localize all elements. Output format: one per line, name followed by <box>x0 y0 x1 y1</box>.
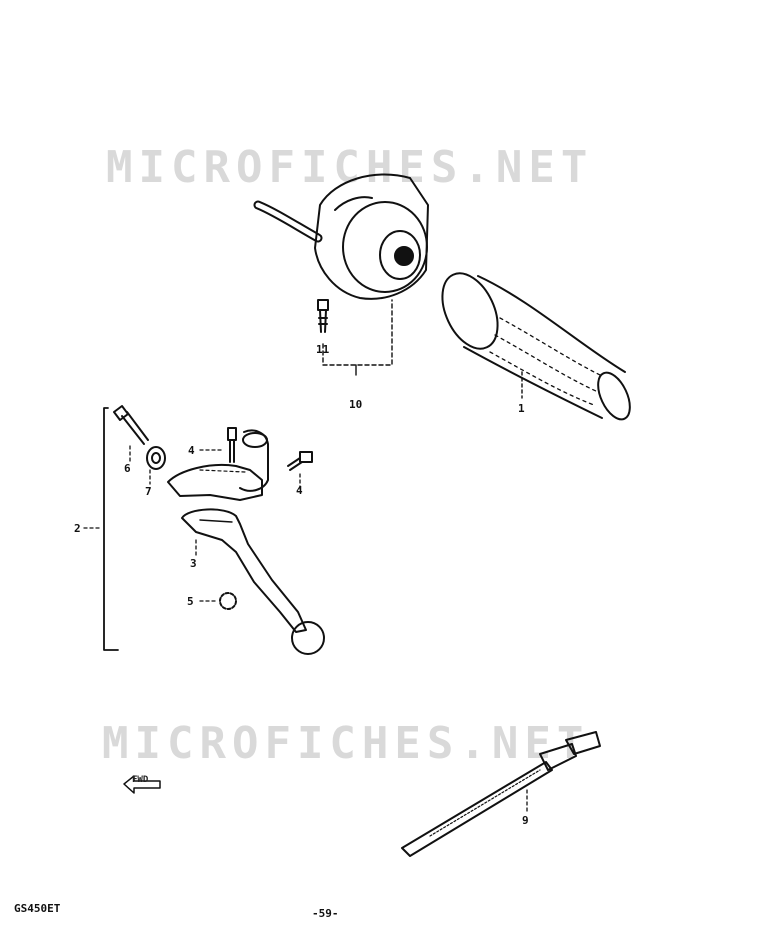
forward-marker: FWD <box>132 775 149 785</box>
callout-2: 2 <box>74 522 81 535</box>
switch-housing <box>253 173 429 300</box>
switch-screw <box>317 299 329 333</box>
callout-3: 3 <box>190 557 197 570</box>
forward-arrow-icon <box>123 775 161 794</box>
callout-11: 11 <box>316 343 330 356</box>
lever-washer <box>146 446 166 470</box>
callout-4: 4 <box>188 444 195 457</box>
callout-6: 6 <box>124 462 131 475</box>
watermark-top: MICROFICHES.NET <box>106 142 594 193</box>
callout-10: 10 <box>349 398 363 411</box>
callout-8: 4 <box>296 484 303 497</box>
model-code: GS450ET <box>14 902 61 915</box>
callout-9: 9 <box>522 814 529 827</box>
cable-tie <box>401 731 601 857</box>
lever-bolt <box>113 405 149 445</box>
lever-nut <box>219 592 237 610</box>
lever-holder <box>167 427 269 501</box>
callout-5: 5 <box>187 595 194 608</box>
page-number: -59- <box>312 907 339 920</box>
clutch-lever <box>181 508 325 655</box>
watermark-bottom: MICROFICHES.NET <box>102 718 590 769</box>
callout-1: 1 <box>518 402 525 415</box>
handle-grip <box>441 272 631 421</box>
holder-bolt <box>287 451 313 471</box>
callout-7: 7 <box>145 485 152 498</box>
